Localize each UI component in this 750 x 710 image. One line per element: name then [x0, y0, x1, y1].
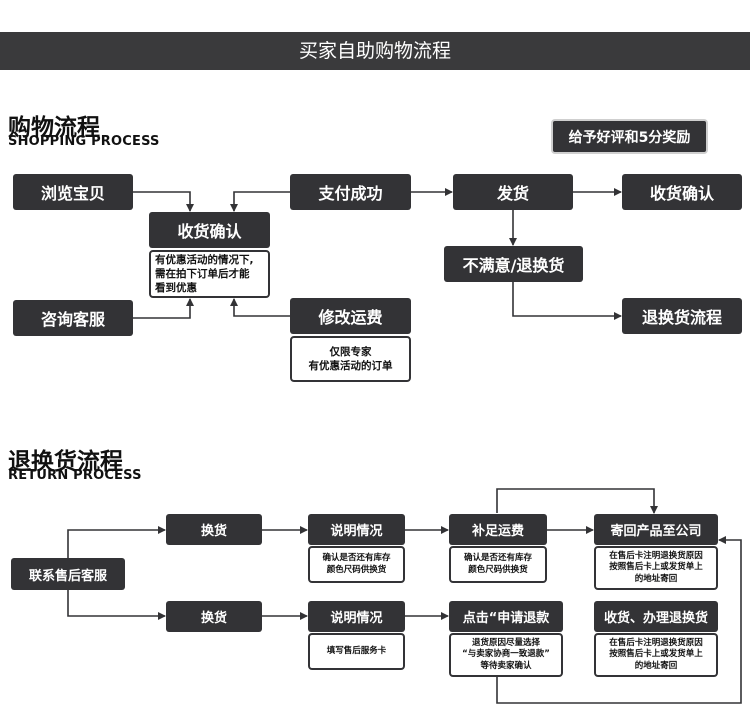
return-flow-node: 退换货流程: [622, 298, 742, 334]
explain-bottom-node: 说明情况: [308, 601, 405, 632]
shopping-title: 购物流程: [8, 115, 100, 141]
freight-note: 仅限专家 有优惠活动的订单: [290, 336, 411, 382]
contact-service-node: 联系售后客服: [11, 558, 125, 590]
note-line: 看到优惠: [155, 282, 197, 295]
ship-node: 发货: [453, 174, 573, 210]
note-line: 确认是否还有库存: [322, 553, 391, 564]
note-line: 等待卖家确认: [480, 660, 532, 671]
receive-refund-note: 在售后卡注明退换货原因 按照售后卡上或发货单上 的地址寄回: [594, 633, 718, 677]
note-line: 有优惠活动的订单: [308, 360, 393, 372]
note-line: 退货原因尽量选择: [471, 637, 540, 648]
apply-refund-node: 点击“申请退款: [449, 601, 563, 632]
consult-node: 咨询客服: [13, 300, 133, 336]
returns-subtitle: RETURN PROCESS: [8, 468, 142, 483]
explain-bottom-note: 填写售后服务卡: [308, 633, 405, 670]
pay-freight-note: 确认是否还有库存 颜色尺码供换货: [449, 546, 547, 583]
send-back-node: 寄回产品至公司: [594, 514, 718, 545]
reward-badge: 给予好评和5分奖励: [551, 119, 708, 154]
shopping-subtitle: SHOPPING PROCESS: [8, 134, 160, 149]
note-line: 有优惠活动的情况下,: [155, 253, 254, 266]
explain-top-node: 说明情况: [308, 514, 405, 545]
note-line: 的地址寄回: [634, 573, 678, 584]
arrow-freight-to-confirm: [230, 298, 290, 317]
note-line: 仅限专家: [329, 345, 372, 358]
note-line: “与卖家协商一致退款”: [462, 649, 550, 660]
arrow-browse-to-confirm: [133, 191, 194, 212]
note-line: 颜色尺码供换货: [468, 564, 528, 575]
pay-freight-node: 补足运费: [449, 514, 547, 545]
arrow-contact-to-exchange-top: [67, 526, 166, 558]
exchange-top-node: 换货: [166, 514, 262, 545]
confirm-receipt-node: 收货确认: [149, 212, 270, 248]
page-banner: 买家自助购物流程: [0, 32, 750, 70]
pay-success-node: 支付成功: [290, 174, 411, 210]
note-line: 确认是否还有库存: [463, 553, 532, 564]
modify-freight-node: 修改运费: [290, 298, 411, 334]
arrow-contact-to-exchange-bottom: [67, 590, 166, 620]
arrow-unsatisfied-to-return: [512, 282, 622, 320]
receive-refund-node: 收货、办理退换货: [594, 601, 718, 632]
apply-refund-note: 退货原因尽量选择 “与卖家协商一致退款” 等待卖家确认: [449, 633, 563, 677]
send-back-note: 在售后卡注明退换货原因 按照售后卡上或发货单上 的地址寄回: [594, 546, 718, 590]
note-line: 的地址寄回: [634, 660, 678, 671]
arrow-refund-to-send-back: [496, 536, 742, 704]
arrow-explain-bypass: [496, 488, 658, 514]
arrow-consult-to-confirm: [133, 298, 194, 319]
note-line: 在售后卡注明退换货原因: [609, 550, 703, 561]
note-line: 填写售后服务卡: [326, 645, 387, 656]
note-line: 按照售后卡上或发货单上: [609, 562, 703, 573]
note-line: 在售后卡注明退换货原因: [609, 637, 703, 648]
note-line: 按照售后卡上或发货单上: [609, 649, 703, 660]
arrow-pay-to-confirm: [230, 191, 290, 212]
receipt-confirm-node: 收货确认: [622, 174, 742, 210]
exchange-bottom-node: 换货: [166, 601, 262, 632]
unsatisfied-node: 不满意/退换货: [444, 246, 583, 282]
explain-top-note: 确认是否还有库存 颜色尺码供换货: [308, 546, 405, 583]
confirm-note: 有优惠活动的情况下, 需在拍下订单后才能 看到优惠: [149, 250, 270, 298]
note-line: 颜色尺码供换货: [326, 564, 387, 575]
browse-node: 浏览宝贝: [13, 174, 133, 210]
note-line: 需在拍下订单后才能: [155, 267, 250, 280]
returns-title: 退换货流程: [8, 449, 123, 475]
